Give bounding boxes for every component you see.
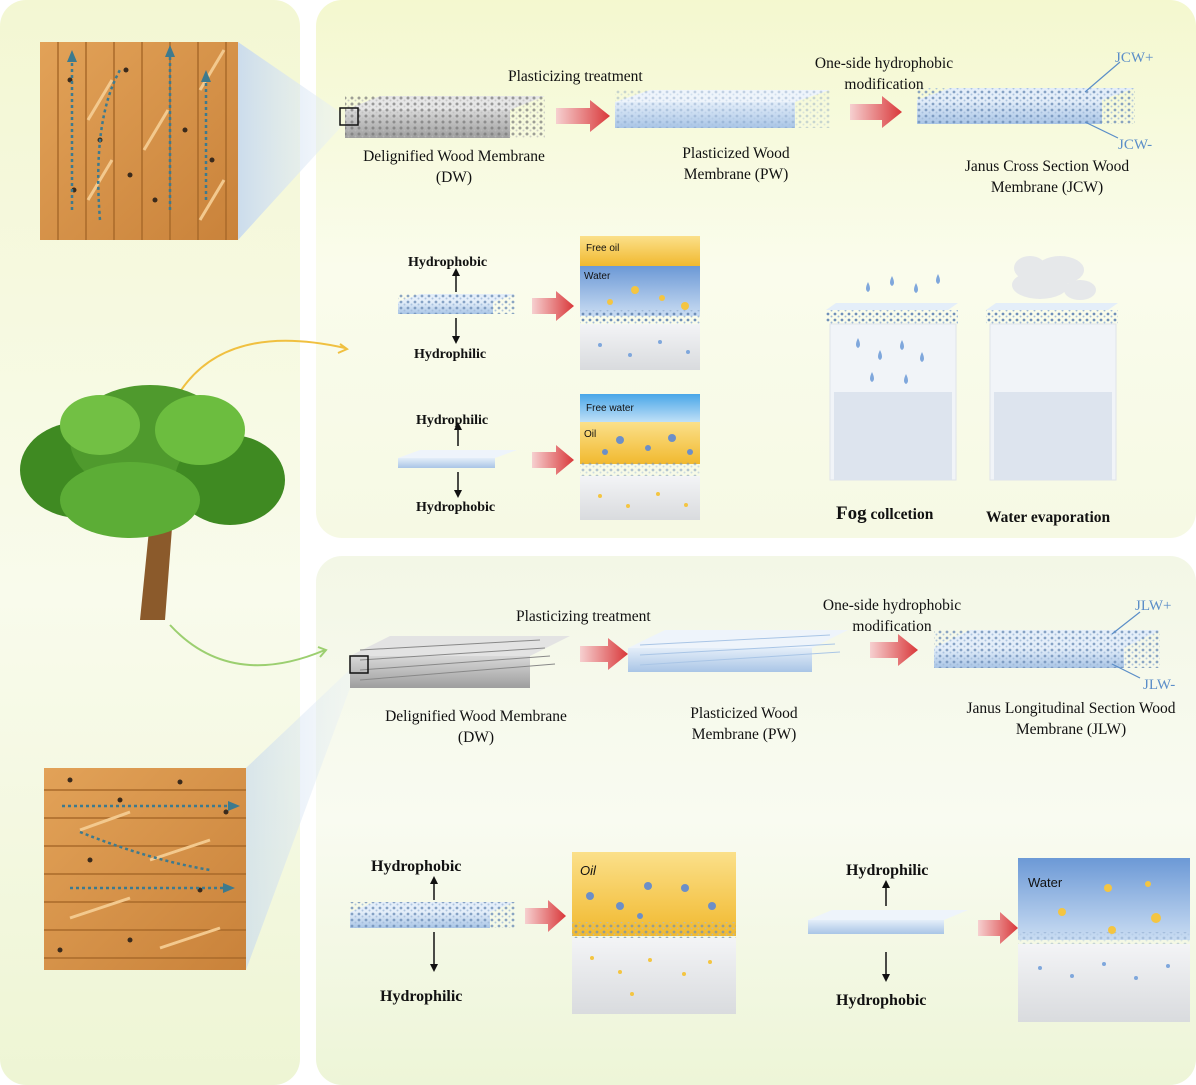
top-step1-label: Plasticizing treatment: [508, 68, 643, 85]
water-evaporation-image: [986, 256, 1118, 481]
pw-membrane-cross: [615, 90, 830, 128]
jcw-plus-label: JCW+: [1115, 50, 1154, 66]
jlw-minus-label: JLW-: [1143, 677, 1176, 693]
sep1-top-label: Hydrophobic: [408, 255, 488, 270]
sep1-bottom-label: Hydrophilic: [414, 347, 487, 362]
separation-2-cell: [580, 394, 700, 520]
separation-1-cell: [580, 236, 700, 370]
app-left-phase: Oil: [580, 863, 596, 878]
longitudinal-app-left-cell: [572, 852, 736, 1014]
jlw-membrane: [934, 611, 1160, 679]
sep2-lower-phase: Oil: [584, 429, 597, 440]
red-arrow-bottom-2: [870, 634, 918, 666]
dw-membrane-cross: [339, 96, 545, 138]
fog-collection-label: Fog collcetion: [836, 503, 934, 524]
jlw-label: Janus Longitudinal Section Wood Membrane…: [966, 700, 1176, 738]
bottom-step2-label: One-side hydrophobic modification: [822, 597, 962, 635]
longitudinal-section-wood-image: [44, 768, 246, 970]
zoom-box-top: [339, 107, 359, 126]
zoom-funnel-bottom: [246, 660, 360, 970]
sep1-upper-phase: Free oil: [586, 243, 620, 254]
jcw-label: Janus Cross Section Wood Membrane (JCW): [964, 158, 1130, 196]
red-arrow-sep-2: [532, 445, 574, 475]
fog-collection-image: [826, 274, 958, 481]
app-right-phase: Water: [1028, 875, 1063, 890]
water-evaporation-label: Water evaporation: [986, 509, 1111, 526]
tree-image: [20, 385, 285, 620]
jcw-membrane: [917, 61, 1135, 139]
sep2-bottom-label: Hydrophobic: [416, 500, 496, 515]
sep1-lower-phase: Water: [584, 271, 611, 282]
zoom-box-bottom: [349, 655, 369, 674]
red-arrow-app-right: [978, 912, 1018, 944]
pw-membrane-longitudinal: [628, 630, 848, 672]
longitudinal-app-left-membrane: [350, 876, 515, 972]
red-arrow-sep-1: [532, 291, 574, 321]
red-arrow-top-1: [556, 100, 610, 132]
app-left-bottom-label: Hydrophilic: [380, 988, 463, 1005]
app-right-bottom-label: Hydrophobic: [836, 992, 927, 1009]
pw-label-top: Plasticized Wood Membrane (PW): [682, 145, 790, 183]
tree-arrow-bottom: [169, 624, 326, 667]
longitudinal-app-right-membrane: [808, 880, 968, 982]
cross-section-wood-image: [40, 42, 238, 240]
bottom-step1-label: Plasticizing treatment: [516, 608, 651, 625]
top-step2-label: One-side hydrophobic modification: [814, 55, 954, 93]
separation-2-membrane: [398, 422, 517, 498]
red-arrow-bottom-1: [580, 638, 628, 670]
red-arrow-top-2: [850, 96, 902, 128]
longitudinal-app-right-cell: [1018, 858, 1190, 1022]
dw-label-top: Delignified Wood Membrane (DW): [363, 148, 545, 186]
jlw-plus-label: JLW+: [1135, 598, 1172, 614]
tree-arrow-top: [174, 339, 346, 401]
app-right-top-label: Hydrophilic: [846, 862, 929, 879]
dw-label-bottom: Delignified Wood Membrane (DW): [385, 708, 567, 746]
separation-1-membrane: [398, 268, 515, 344]
dw-membrane-longitudinal: [349, 636, 570, 688]
jcw-minus-label: JCW-: [1118, 137, 1153, 153]
zoom-funnel-top: [238, 42, 340, 240]
pw-label-bottom: Plasticized Wood Membrane (PW): [690, 705, 798, 743]
app-left-top-label: Hydrophobic: [371, 858, 462, 875]
sep2-top-label: Hydrophilic: [416, 413, 489, 428]
sep2-upper-phase: Free water: [586, 403, 634, 414]
red-arrow-app-left: [525, 900, 566, 932]
